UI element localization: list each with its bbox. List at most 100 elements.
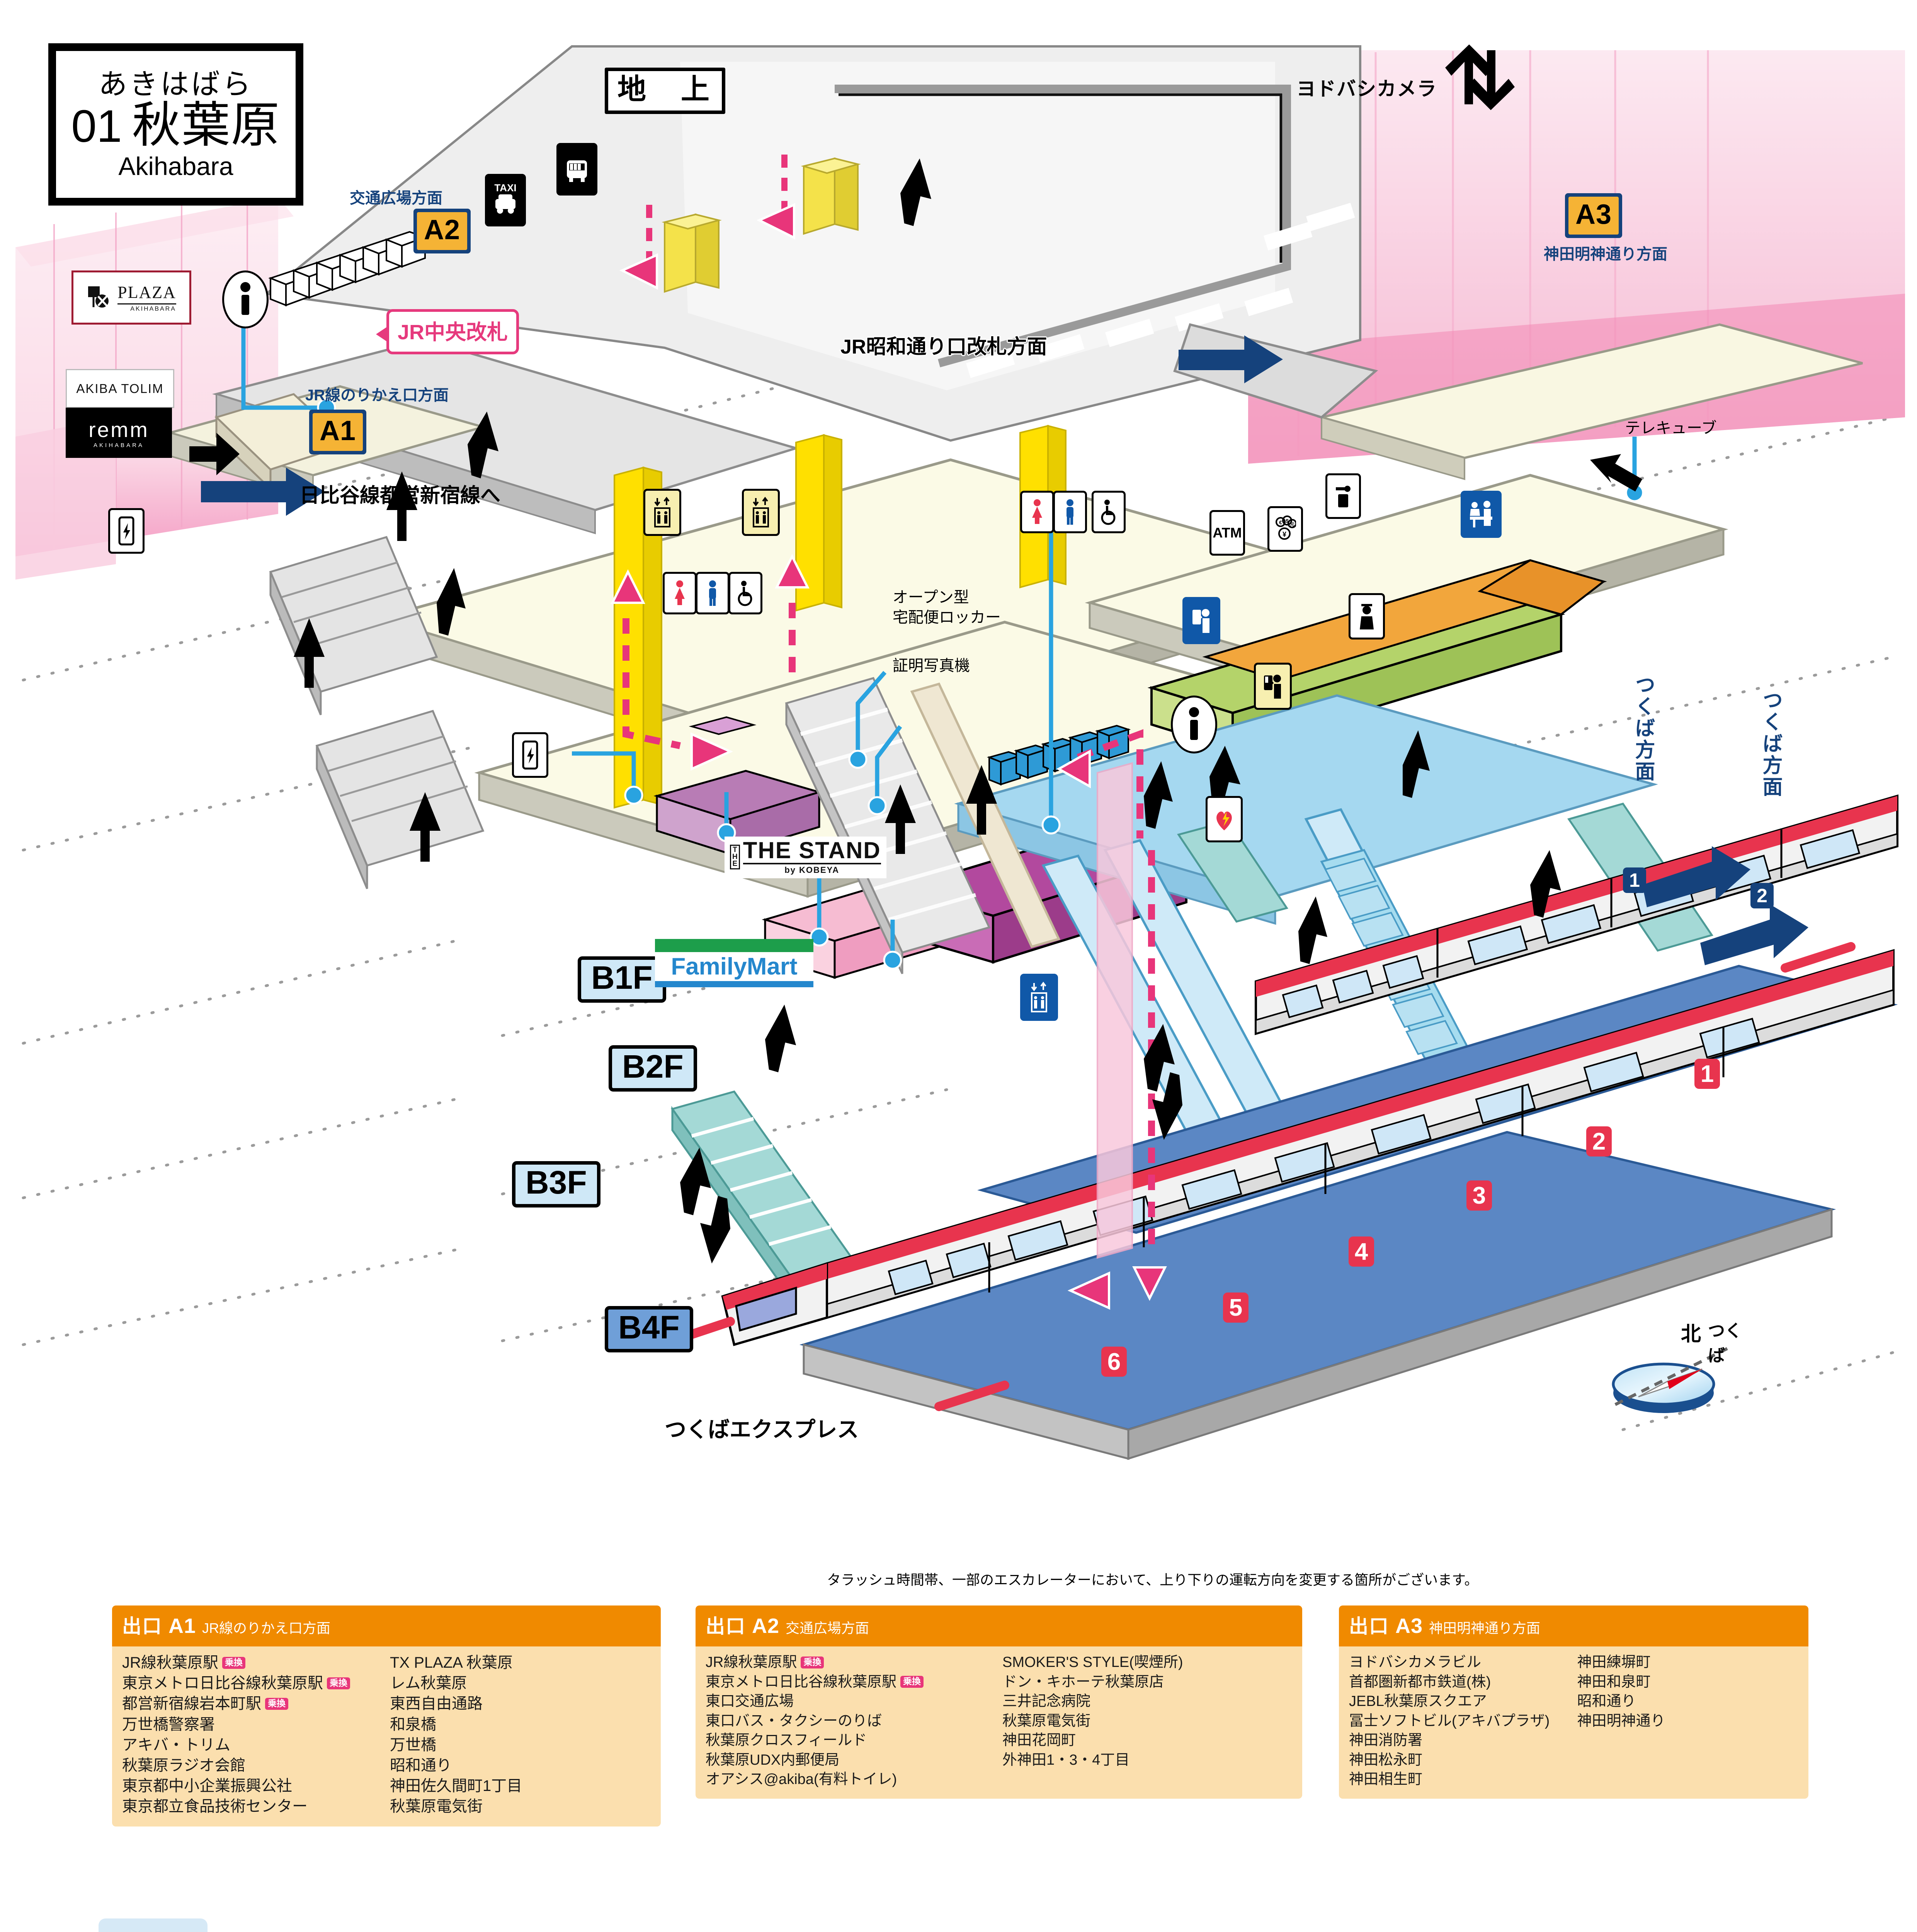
list-item: レム秋葉原 bbox=[390, 1675, 467, 1692]
elevator-platform-icon bbox=[1020, 974, 1058, 1021]
car-number-1: 1 bbox=[1694, 1059, 1720, 1089]
exit-a1-col1: JR線秋葉原駅乗換 東京メトロ日比谷線秋葉原駅乗換 都営新宿線岩本町駅乗換 万世… bbox=[122, 1653, 383, 1817]
exit-a3-col1: ヨドバシカメラビル 首都圏新都市鉄道(株) JEBL秋葉原スクエア 冨士ソフトビ… bbox=[1349, 1653, 1570, 1789]
floor-tag-b1f: B1F bbox=[578, 956, 666, 1003]
car-number-6: 6 bbox=[1101, 1347, 1127, 1377]
brand-tx-plaza-line1: PLAZA bbox=[117, 283, 176, 302]
transfer-badge: 乗換 bbox=[900, 1676, 924, 1688]
exit-table-a1-header: 出口 A1 JR線のりかえ口方面 bbox=[112, 1605, 661, 1646]
station-office-icon bbox=[1349, 593, 1385, 639]
station-title-plate: あきはばら 01 秋葉原 Akihabara bbox=[48, 43, 303, 206]
list-item: 東西自由通路 bbox=[390, 1695, 483, 1713]
list-item: 冨士ソフトビル(アキバプラザ) bbox=[1349, 1713, 1550, 1729]
list-item: アキバ・トリム bbox=[122, 1736, 230, 1753]
floor-tag-b4f: B4F bbox=[605, 1306, 693, 1352]
list-item: 秋葉原電気街 bbox=[390, 1798, 483, 1815]
exit-a1-code: A1 bbox=[168, 1614, 196, 1638]
atm-icon: ATM bbox=[1209, 510, 1245, 556]
brand-remm: remm AKIHABARA bbox=[66, 408, 172, 458]
exit-a2-code: A2 bbox=[752, 1614, 780, 1638]
brand-remm-line2: AKIHABARA bbox=[94, 442, 144, 449]
aed-icon bbox=[1206, 796, 1243, 842]
list-item: 神田和泉町 bbox=[1577, 1673, 1651, 1690]
list-item: JEBL秋葉原スクエア bbox=[1349, 1693, 1487, 1710]
transfer-badge: 乗換 bbox=[265, 1698, 288, 1710]
restroom-men-icon bbox=[696, 572, 730, 614]
list-item: 秋葉原電気街 bbox=[1002, 1713, 1091, 1729]
compass-toward-label: つくば bbox=[1708, 1321, 1742, 1365]
compass: 北 つくば bbox=[1592, 1321, 1747, 1426]
transfer-badge: 乗換 bbox=[222, 1657, 245, 1669]
exit-table-a3-header: 出口 A3 神田明神通り方面 bbox=[1339, 1605, 1808, 1646]
exit-badge-a3-code: A3 bbox=[1568, 197, 1619, 235]
list-item: 首都圏新都市鉄道(株) bbox=[1349, 1673, 1491, 1690]
list-item: 和泉橋 bbox=[390, 1716, 436, 1733]
floor-tag-b3f: B3F bbox=[512, 1161, 600, 1208]
exit-table-a1: 出口 A1 JR線のりかえ口方面 JR線秋葉原駅乗換 東京メトロ日比谷線秋葉原駅… bbox=[112, 1605, 661, 1827]
list-item: 三井記念病院 bbox=[1002, 1693, 1091, 1710]
list-item: 万世橋警察署 bbox=[122, 1716, 215, 1733]
tx-plaza-mark bbox=[88, 286, 109, 308]
svg-text:TAXI: TAXI bbox=[494, 182, 516, 194]
exit-a1-prefix: 出口 bbox=[122, 1616, 162, 1637]
callout-jr-showa-gate: JR昭和通り口改札方面 bbox=[840, 336, 1047, 358]
list-item: 昭和通り bbox=[390, 1757, 452, 1774]
brand-the-stand-line1: THE STAND bbox=[743, 837, 881, 863]
svg-text:¥: ¥ bbox=[1283, 531, 1286, 538]
brand-familymart: FamilyMart bbox=[655, 939, 813, 988]
taxi-stand-icon: TAXI bbox=[485, 174, 526, 226]
exit-a2-direction: 交通広場方面 bbox=[786, 1620, 869, 1636]
exit-badge-a1[interactable]: A1 bbox=[309, 410, 367, 454]
exit-badge-a3[interactable]: A3 bbox=[1565, 193, 1623, 238]
station-name-ja: 秋葉原 bbox=[132, 98, 281, 152]
brand-akiba-tolim: AKIBA TOLIM bbox=[66, 369, 174, 408]
compass-north-label: 北 bbox=[1681, 1323, 1701, 1345]
currency-exchange-icon: € $ 元 ¥ bbox=[1267, 506, 1303, 552]
list-item: 神田花岡町 bbox=[1002, 1732, 1076, 1749]
station-isometric-map: PLAZA AKIHABARA AKIBA TOLIM remm AKIHABA… bbox=[15, 44, 1905, 1460]
platform-number-2: 2 bbox=[1750, 883, 1774, 908]
list-item: 昭和通り bbox=[1577, 1693, 1636, 1710]
list-item: SMOKER'S STYLE(喫煙所) bbox=[1002, 1654, 1183, 1670]
escalator-notice: タラッシュ時間帯、一部のエスカレーターにおいて、上り下りの運転方向を変更する箇所… bbox=[827, 1572, 1478, 1588]
callout-tsukuba-express: つくばエクスプレス bbox=[665, 1417, 859, 1442]
floor-tag-b2f: B2F bbox=[609, 1045, 697, 1092]
exit-badge-a2[interactable]: A2 bbox=[413, 209, 471, 253]
accessible-icon bbox=[728, 572, 762, 614]
exit-table-a2-header: 出口 A2 交通広場方面 bbox=[696, 1605, 1302, 1646]
ticket-machine-icon bbox=[1182, 597, 1220, 644]
exit-a3-direction: 神田明神通り方面 bbox=[1429, 1620, 1541, 1636]
svg-text:$: $ bbox=[1286, 518, 1289, 524]
car-number-4: 4 bbox=[1349, 1236, 1374, 1267]
list-item: 東京都立食品技術センター bbox=[122, 1798, 308, 1815]
callout-photo-booth: 証明写真機 bbox=[893, 657, 970, 674]
restroom-women-icon-2 bbox=[1020, 491, 1054, 533]
exit-badge-a2-code: A2 bbox=[417, 212, 468, 250]
exit-a3-direction: 神田明神通り方面 bbox=[1544, 246, 1667, 263]
list-item: 東京都中小企業振興公社 bbox=[122, 1777, 292, 1795]
commuter-pass-icon bbox=[1461, 491, 1502, 538]
mobile-battery-icon bbox=[108, 508, 145, 554]
exit-a2-prefix: 出口 bbox=[706, 1616, 746, 1637]
list-item: 神田佐久間町1丁目 bbox=[390, 1777, 522, 1795]
exit-a1-direction: JR線のりかえ口方面 bbox=[202, 1620, 331, 1636]
exit-a2-col1: JR線秋葉原駅乗換 東京メトロ日比谷線秋葉原駅乗換 東口交通広場 東口バス・タク… bbox=[706, 1653, 995, 1789]
restroom-men-icon-2 bbox=[1053, 491, 1087, 533]
accessible-icon-2 bbox=[1092, 491, 1126, 533]
station-number: 01 bbox=[71, 101, 122, 152]
list-item: 東口交通広場 bbox=[706, 1693, 794, 1710]
legend-title: 凡 例 bbox=[99, 1918, 208, 1932]
brand-tx-plaza-line2: AKIHABARA bbox=[130, 306, 176, 312]
svg-text:€: € bbox=[1279, 519, 1282, 526]
callout-hibiya-shinjuku: 日比谷線都営新宿線へ bbox=[299, 485, 501, 507]
list-item: 神田消防署 bbox=[1349, 1732, 1423, 1749]
mobile-battery-icon-2 bbox=[512, 732, 548, 778]
list-item: 神田松永町 bbox=[1349, 1752, 1423, 1768]
list-item: 東京メトロ日比谷線秋葉原駅乗換 bbox=[706, 1672, 995, 1692]
callout-jr-central-gate: JR中央改札 bbox=[376, 309, 519, 354]
callout-telecube: テレキューブ bbox=[1625, 420, 1717, 437]
bus-stop-icon bbox=[556, 143, 597, 196]
exit-a2-direction: 交通広場方面 bbox=[350, 190, 442, 207]
station-kana: あきはばら bbox=[99, 68, 253, 100]
